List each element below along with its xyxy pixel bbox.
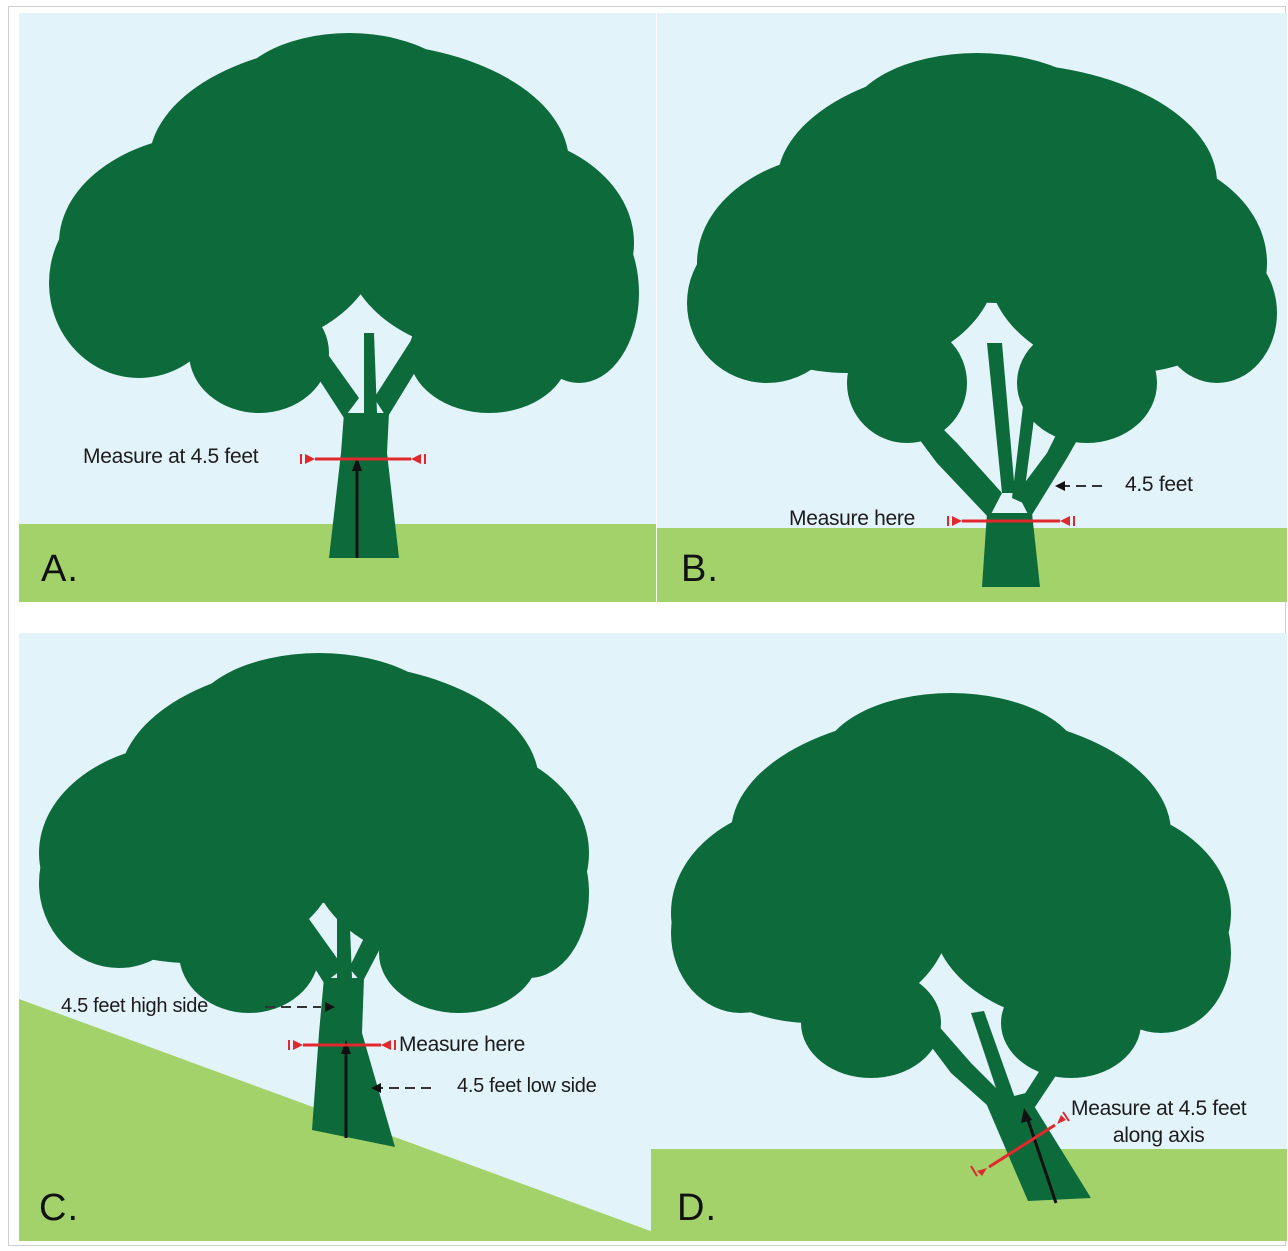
panel-c: 4.5 feet high side Measure here 4.5 feet… — [19, 633, 656, 1241]
measure-annotation-line1: Measure at 4.5 feet — [1071, 1095, 1246, 1122]
ground — [651, 1149, 1287, 1241]
ground — [657, 528, 1287, 602]
panel-d-drawing — [651, 633, 1287, 1241]
panel-a: Measure at 4.5 feet A. — [19, 13, 656, 602]
panel-a-drawing — [19, 13, 656, 602]
tree-illustration — [687, 53, 1277, 587]
high-side-annotation: 4.5 feet high side — [61, 995, 208, 1018]
measure-annotation: Measure at 4.5 feet — [83, 445, 258, 469]
measure-annotation: Measure here — [789, 507, 915, 531]
panel-label: C. — [39, 1187, 79, 1230]
panel-label: A. — [41, 548, 79, 591]
panel-label: D. — [677, 1187, 717, 1230]
figure-frame: Measure at 4.5 feet A. — [8, 6, 1286, 1246]
measure-annotation: Measure here — [399, 1033, 525, 1057]
height-annotation: 4.5 feet — [1125, 473, 1193, 497]
panel-b: 4.5 feet Measure here B. — [657, 13, 1287, 602]
low-side-annotation: 4.5 feet low side — [457, 1075, 596, 1098]
panel-b-drawing — [657, 13, 1287, 602]
panel-label: B. — [681, 548, 719, 591]
measure-annotation: Measure at 4.5 feet along axis — [1071, 1095, 1246, 1149]
tree-illustration — [49, 33, 639, 558]
panel-c-drawing — [19, 633, 656, 1241]
measure-annotation-line2: along axis — [1071, 1122, 1246, 1149]
panel-d: Measure at 4.5 feet along axis D. — [651, 633, 1287, 1241]
